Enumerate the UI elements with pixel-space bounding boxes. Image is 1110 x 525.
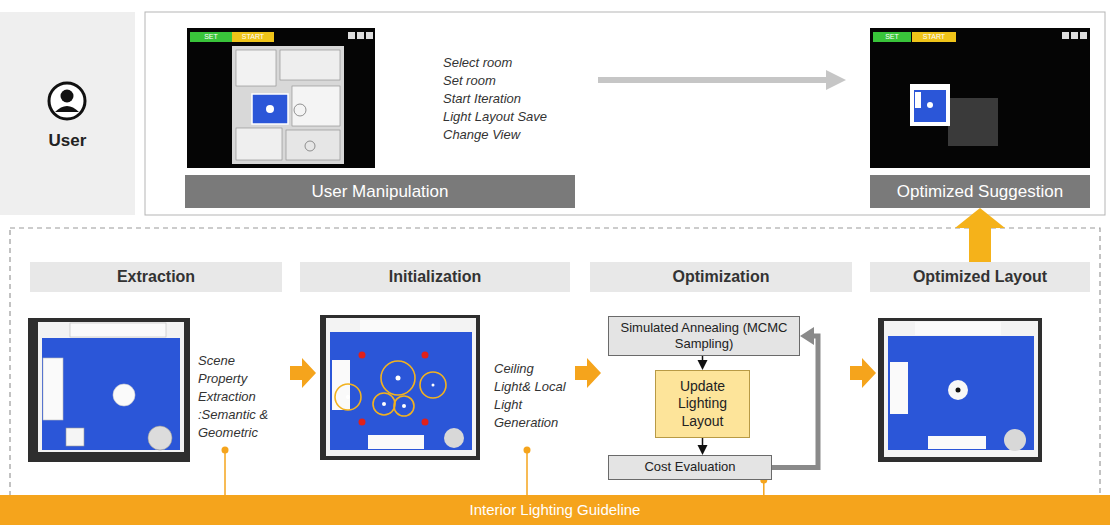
suggestion-arrow — [980, 228, 981, 262]
user-frame — [145, 12, 1105, 215]
process-box: Cost Evaluation — [608, 455, 772, 480]
button-label: SET — [190, 32, 232, 42]
room-extraction — [28, 318, 190, 462]
view-bar: User Manipulation — [185, 175, 575, 208]
menu-item: Select room — [443, 54, 583, 72]
box-text: Optimization — [673, 267, 770, 287]
box-text: User Manipulation — [311, 181, 448, 202]
editor-screenshot — [187, 28, 375, 168]
box-text: Optimized Suggestion — [897, 181, 1063, 202]
pipeline-frame — [10, 228, 1100, 496]
menu-item: Start Iteration — [443, 90, 583, 108]
process-box: Simulated Annealing (MCMC Sampling) — [608, 316, 800, 356]
view-bar: Optimized Suggestion — [870, 175, 1090, 208]
button-label: START — [912, 32, 956, 42]
stage-header: Optimized Layout — [870, 262, 1090, 292]
user-panel: User — [0, 12, 135, 215]
guideline-leaders — [222, 447, 531, 496]
box-text: User — [49, 130, 87, 151]
menu-item: Change View — [443, 126, 583, 144]
menu-item: Set room — [443, 72, 583, 90]
flow-arrow — [702, 356, 703, 360]
box-text: Update Lighting Layout — [664, 378, 741, 431]
box-text: Extraction — [117, 267, 195, 287]
room-optimized — [878, 318, 1042, 462]
guideline-band: Interior Lighting Guideline — [0, 495, 1110, 525]
button-label: SET — [873, 32, 911, 42]
room-initialization — [320, 315, 480, 460]
box-text: Initialization — [389, 267, 481, 287]
box-text: Optimized Layout — [913, 267, 1047, 287]
stage-header: Optimization — [590, 262, 852, 292]
connector-path — [969, 228, 991, 262]
user-panel — [0, 12, 135, 215]
step-note: Ceiling Light& Local Light Generation — [494, 360, 574, 432]
flow-arrow — [598, 70, 846, 90]
box-text: Cost Evaluation — [644, 459, 735, 475]
connector-path — [702, 356, 704, 360]
result-screenshot — [870, 28, 1090, 168]
box-text: Simulated Annealing (MCMC Sampling) — [617, 320, 791, 353]
connector-path — [702, 438, 704, 445]
menu-item: Light Layout Save — [443, 108, 583, 126]
stage-header: Extraction — [30, 262, 282, 292]
stage-header: Initialization — [300, 262, 570, 292]
process-box: Update Lighting Layout — [655, 370, 750, 438]
step-note: Scene Property Extraction :Semantic & Ge… — [198, 352, 282, 442]
user-icon — [49, 83, 85, 119]
flow-arrow — [702, 438, 703, 445]
box-text: Interior Lighting Guideline — [470, 501, 641, 520]
button-label: START — [232, 32, 274, 42]
step-arrows — [290, 358, 876, 388]
